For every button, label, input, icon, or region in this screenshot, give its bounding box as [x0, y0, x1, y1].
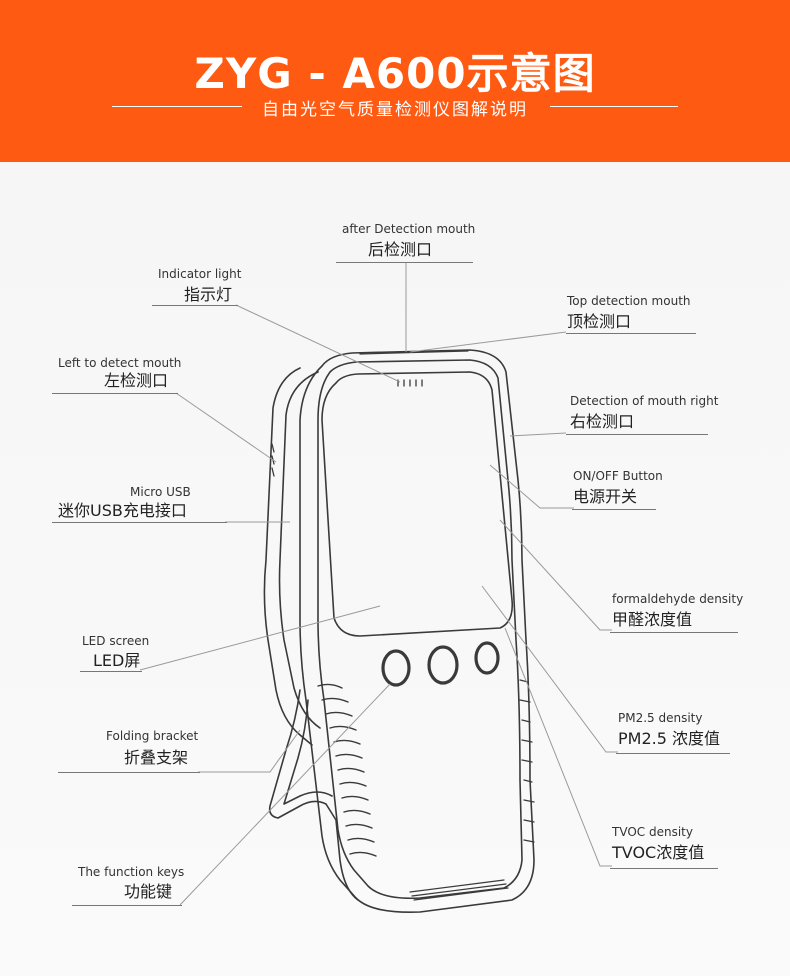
callout-top-detection-en: Top detection mouth	[567, 294, 691, 308]
page-subtitle: 自由光空气质量检测仪图解说明	[262, 100, 528, 120]
leader-top-detection	[409, 331, 567, 353]
device-outer-body	[299, 349, 535, 914]
callout-folding-bracket-en: Folding bracket	[106, 729, 199, 743]
callout-tvoc-rule	[610, 868, 718, 869]
callout-folding-bracket-rule	[58, 772, 200, 773]
callout-function-keys-rule	[72, 905, 182, 906]
leader-indicator-light	[235, 304, 401, 383]
leader-on-off	[489, 464, 574, 509]
callout-micro-usb-en: Micro USB	[130, 485, 191, 499]
page-title: ZYG - A600示意图	[194, 49, 596, 98]
callout-left-detect-en: Left to detect mouth	[58, 356, 182, 370]
callout-on-off-rule	[572, 509, 656, 510]
callout-right-detection-rule	[566, 434, 708, 435]
callout-top-detection-rule	[566, 333, 696, 334]
indicator-light-slits	[397, 379, 423, 387]
function-key-left	[381, 649, 411, 687]
callout-after-detection-rule	[336, 262, 473, 263]
bottom-grille	[409, 879, 509, 901]
callout-tvoc-cn: TVOC浓度值	[612, 843, 705, 862]
callout-on-off-en: ON/OFF Button	[573, 469, 663, 483]
device-side-edge	[278, 371, 321, 729]
callout-led-screen-en: LED screen	[82, 634, 150, 648]
callout-left-detect-rule	[52, 393, 178, 394]
subtitle-rule-right	[550, 106, 678, 107]
callout-led-screen-rule	[80, 671, 142, 672]
folding-bracket-outline	[268, 689, 359, 901]
callout-tvoc-en: TVOC density	[612, 825, 693, 839]
callout-pm25-cn: PM2.5 浓度值	[618, 729, 720, 748]
callout-indicator-light-en: Indicator light	[158, 267, 242, 281]
leader-tvoc	[504, 627, 612, 867]
callout-function-keys-en: The function keys	[78, 865, 185, 879]
diagram-background	[0, 162, 790, 976]
folding-bracket-inner	[283, 699, 333, 805]
header-banner	[0, 0, 790, 162]
callout-formaldehyde-cn: 甲醛浓度值	[612, 610, 693, 629]
callout-indicator-light-cn: 指示灯	[184, 285, 233, 304]
function-key-right	[474, 641, 500, 675]
function-key-middle	[427, 645, 459, 685]
leader-left-detect	[175, 392, 277, 463]
leader-pm25	[481, 585, 618, 753]
callout-micro-usb-rule	[52, 522, 227, 523]
leader-function-keys	[179, 683, 391, 906]
callout-function-keys-cn: 功能键	[124, 882, 173, 901]
callout-formaldehyde-en: formaldehyde density	[612, 592, 744, 606]
callout-pm25-en: PM2.5 density	[618, 711, 703, 725]
subtitle-rule-left	[112, 106, 242, 107]
callout-folding-bracket-cn: 折叠支架	[124, 748, 189, 767]
device-front-face	[317, 359, 523, 900]
callout-left-detect-cn: 左检测口	[104, 371, 169, 390]
callout-after-detection-en: after Detection mouth	[342, 222, 476, 236]
bracket-ribs	[317, 683, 377, 857]
callout-pm25-rule	[616, 753, 730, 754]
led-screen-panel	[321, 371, 514, 637]
callout-micro-usb-cn: 迷你USB充电接口	[58, 501, 187, 520]
leader-folding-bracket	[198, 729, 301, 773]
callout-indicator-light-rule	[152, 305, 238, 306]
callout-after-detection-cn: 后检测口	[368, 240, 433, 259]
device-back-shell	[263, 367, 313, 746]
callout-top-detection-cn: 顶检测口	[567, 312, 632, 331]
leader-formaldehyde	[499, 519, 612, 631]
top-detection-slot	[359, 350, 469, 355]
callout-led-screen-cn: LED屏	[93, 651, 141, 670]
callout-right-detection-en: Detection of mouth right	[570, 394, 719, 408]
leader-led-screen	[139, 605, 381, 671]
callout-formaldehyde-rule	[610, 632, 738, 633]
callout-on-off-cn: 电源开关	[573, 487, 638, 506]
leader-right-detection	[509, 432, 567, 437]
right-grip-ribs	[519, 679, 535, 843]
callout-right-detection-cn: 右检测口	[570, 412, 635, 431]
